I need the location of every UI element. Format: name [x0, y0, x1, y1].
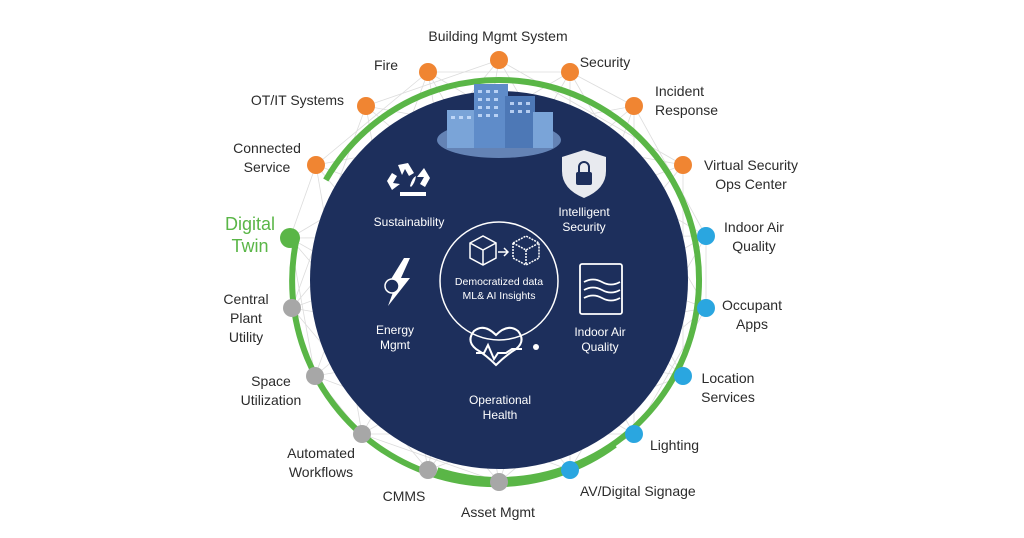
shield-lock-icon [562, 150, 606, 198]
connection-line [569, 71, 635, 107]
iaq-line-1: Indoor Air [724, 219, 784, 235]
incident-line-2: Response [655, 102, 719, 118]
space-line-1: Space [251, 373, 291, 389]
iaq-dot [697, 227, 715, 245]
energy-line-2: Mgmt [380, 338, 410, 352]
digital-twin-dot [280, 228, 300, 248]
plant-line-3: Utility [228, 329, 264, 345]
occupant-line-1: Occupant [722, 297, 782, 313]
asset-mgmt-label: Asset Mgmt [448, 503, 548, 522]
space-dot [306, 367, 324, 385]
fire-label: Fire [366, 56, 406, 75]
sustainability-label: Sustainability [354, 215, 464, 230]
automated-workflows-label: Automated Workflows [276, 444, 366, 482]
workflows-line-2: Workflows [288, 464, 354, 480]
digital-twin-label: Digital Twin [208, 213, 292, 257]
indoor-line-2: Quality [581, 340, 619, 354]
location-line-1: Location [701, 370, 755, 386]
security-label: Security [560, 53, 650, 72]
twin-line-2: Twin [231, 236, 269, 256]
connection-line [361, 433, 500, 483]
cube-icon [469, 235, 540, 266]
building-mgmt-dot [490, 51, 508, 69]
heart-icon [469, 326, 539, 367]
energy-line-1: Energy [375, 323, 415, 337]
hub-line-2: ML& AI Insights [462, 290, 536, 302]
lighting-dot [625, 425, 643, 443]
connected-line-1: Connected [233, 140, 301, 156]
connection-line [289, 164, 317, 239]
ot-it-dot [357, 97, 375, 115]
hub-line-1: Democratized data [454, 276, 544, 288]
building-mgmt-text: Building Mgmt System [428, 28, 568, 44]
incident-line-1: Incident [655, 83, 705, 99]
occupant-dot [697, 299, 715, 317]
workflows-dot [353, 425, 371, 443]
cmms-dot [419, 461, 437, 479]
ot-it-text: OT/IT Systems [250, 92, 344, 108]
health-line-1: Operational [468, 393, 532, 407]
fire-text: Fire [373, 57, 399, 73]
iaq-outer-label: Indoor Air Quality [712, 218, 796, 256]
av-text: AV/Digital Signage [580, 483, 696, 499]
recycle-icon [387, 163, 430, 196]
plant-line-1: Central [223, 291, 269, 307]
energy-bolt-icon [384, 258, 410, 306]
workflows-line-1: Automated [287, 445, 355, 461]
vsoc-dot [674, 156, 692, 174]
vsoc-label: Virtual Security Ops Center [692, 156, 810, 194]
iaq-line-2: Quality [732, 238, 776, 254]
fire-dot [419, 63, 437, 81]
incident-response-label: Incident Response [655, 82, 745, 120]
connected-line-2: Service [243, 159, 291, 175]
connection-line [365, 59, 500, 107]
intelligent-security-label: Intelligent Security [534, 205, 634, 235]
location-dot [674, 367, 692, 385]
central-plant-label: Central Plant Utility [214, 290, 278, 347]
location-services-label: Location Services [690, 369, 766, 407]
green-ring [296, 76, 702, 483]
lighting-label: Lighting [650, 436, 720, 455]
sustainability-text: Sustainability [373, 215, 445, 229]
av-signage-label: AV/Digital Signage [580, 482, 710, 501]
security-dot [561, 63, 579, 81]
connected-service-label: Connected Service [222, 139, 312, 177]
outer-dots [280, 51, 715, 491]
twin-line-1: Digital [224, 214, 276, 234]
indoor-line-1: Indoor Air [574, 325, 626, 339]
av-dot [561, 461, 579, 479]
asset-text: Asset Mgmt [461, 504, 535, 520]
incident-dot [625, 97, 643, 115]
indoor-air-icon [579, 263, 623, 315]
security-line-2: Security [562, 220, 606, 234]
vsoc-line-2: Ops Center [715, 176, 787, 192]
cmms-text: CMMS [382, 488, 426, 504]
energy-mgmt-label: Energy Mgmt [355, 323, 435, 353]
lighting-text: Lighting [650, 437, 700, 453]
security-text: Security [579, 54, 631, 70]
indoor-air-quality-label: Indoor Air Quality [555, 325, 645, 355]
space-line-2: Utilization [240, 392, 302, 408]
hub-circle [439, 221, 559, 341]
plant-line-2: Plant [230, 310, 262, 326]
health-line-2: Health [482, 408, 518, 422]
central-plant-dot [283, 299, 301, 317]
building-mgmt-label: Building Mgmt System [408, 27, 588, 46]
location-line-2: Services [701, 389, 755, 405]
cmms-label: CMMS [372, 487, 436, 506]
hub-label: Democratized data ML& AI Insights [440, 275, 558, 303]
asset-dot [490, 473, 508, 491]
building-icon [437, 84, 561, 158]
vsoc-line-1: Virtual Security [704, 157, 798, 173]
occupant-apps-label: Occupant Apps [712, 296, 792, 334]
connection-line [315, 71, 429, 166]
ot-it-label: OT/IT Systems [234, 91, 344, 110]
space-utilization-label: Space Utilization [226, 372, 316, 410]
occupant-line-2: Apps [736, 316, 768, 332]
connected-dot [307, 156, 325, 174]
operational-health-label: Operational Health [455, 393, 545, 423]
security-line-1: Intelligent [558, 205, 610, 219]
